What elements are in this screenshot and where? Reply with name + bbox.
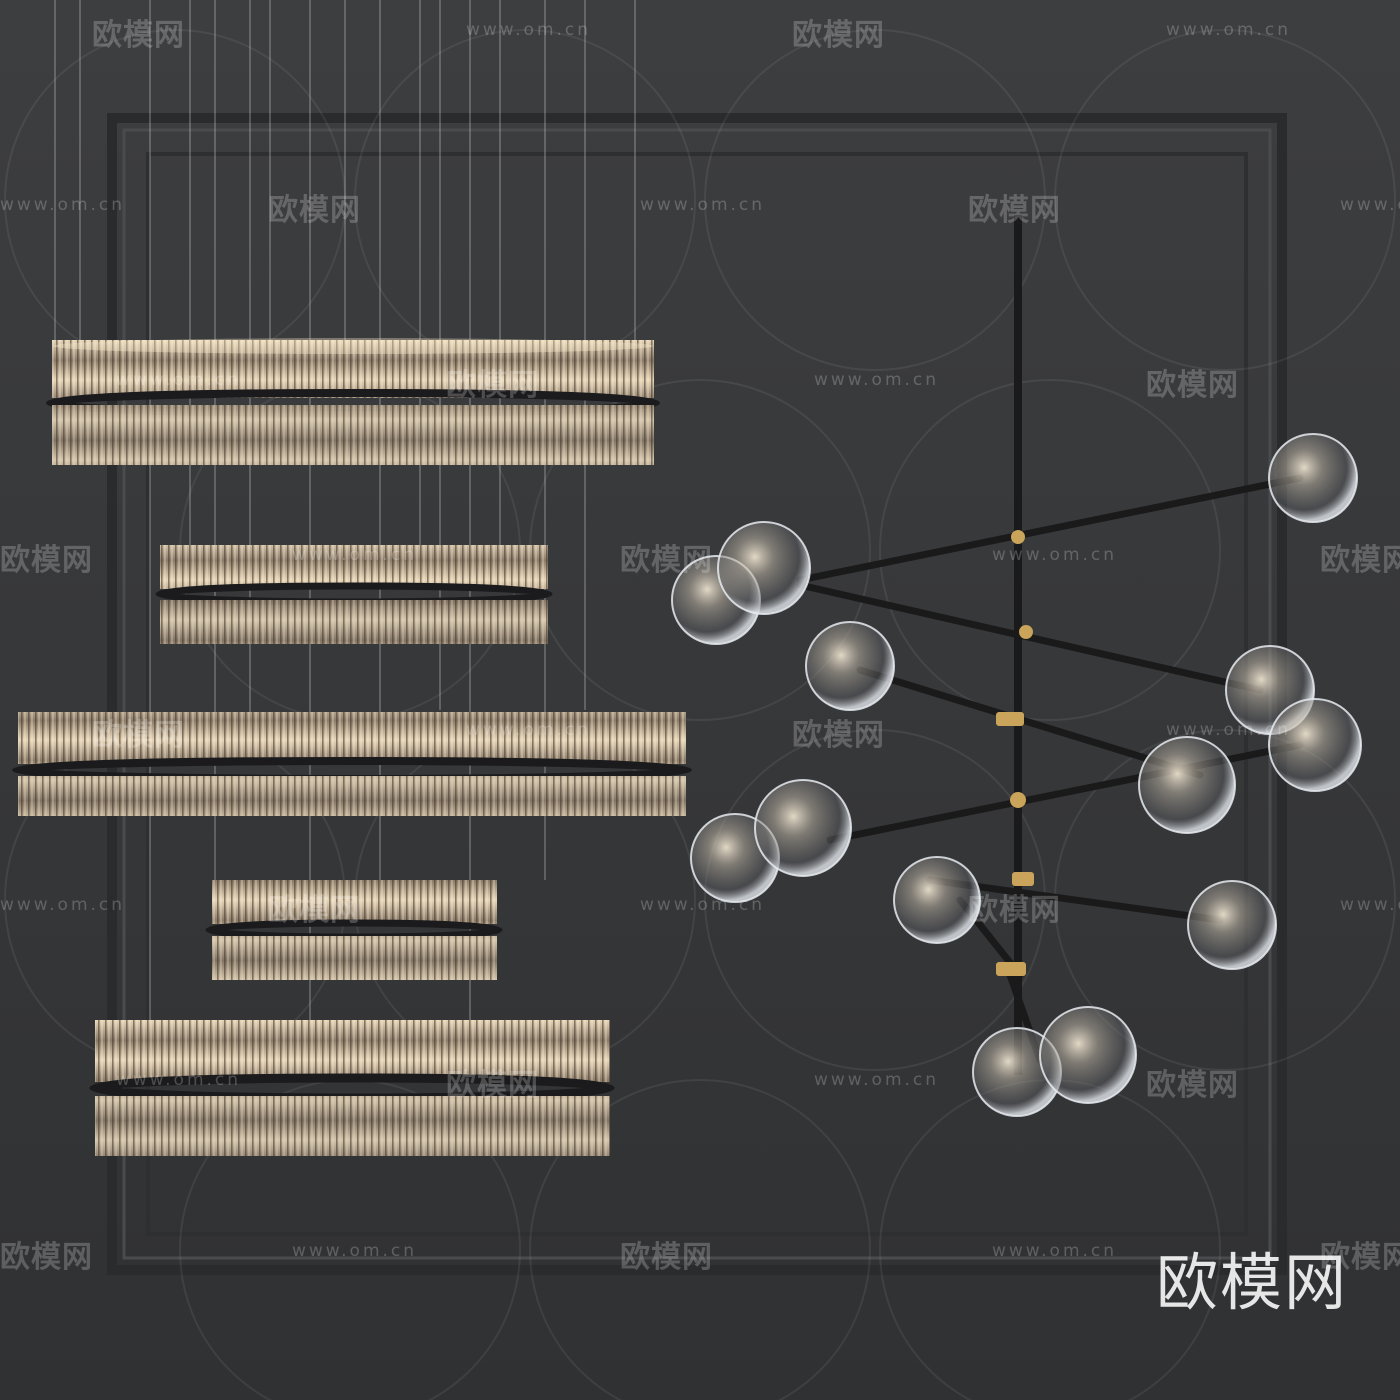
corner-logo: 欧模网 [1155, 1246, 1348, 1319]
ring-chandelier-5 [89, 1020, 615, 1156]
ring-chandelier-1 [46, 338, 660, 465]
ring-chandelier-3 [12, 712, 692, 816]
ring-chandelier-2 [155, 545, 553, 644]
ring-chandelier-4 [205, 880, 503, 980]
globe-chandelier [671, 215, 1362, 1117]
